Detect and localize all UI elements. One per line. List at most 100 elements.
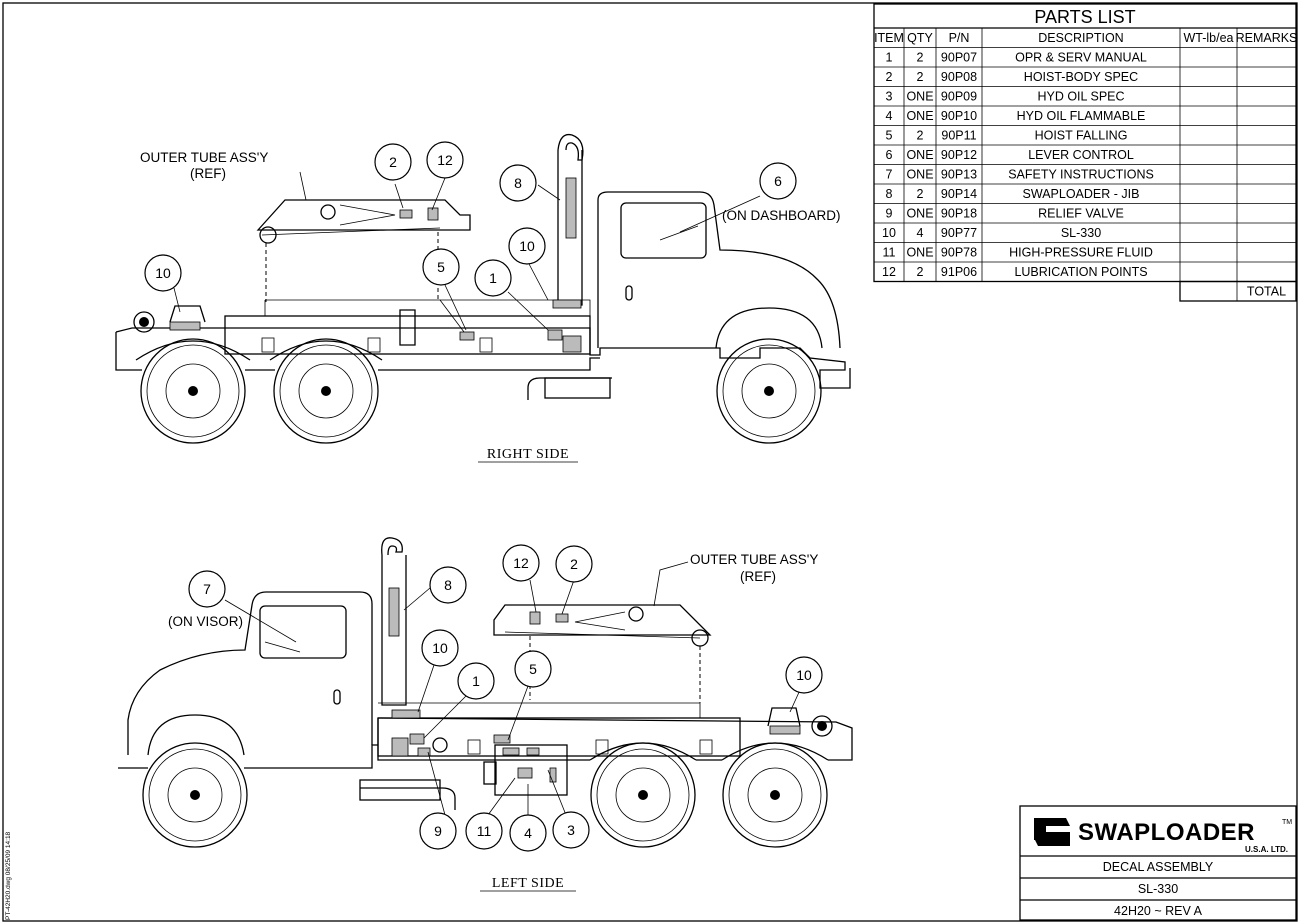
right-hoist-arm [256,199,471,231]
parts-cell: 2 [917,128,924,142]
parts-cell: SWAPLOADER - JIB [1023,187,1140,201]
outer-tube-note-right: OUTER TUBE ASS'Y [140,150,268,165]
logo-tm: TM [1282,819,1292,826]
callout-bubble [419,812,457,850]
on-visor-note: (ON VISOR) [168,614,243,629]
right-side-view [115,133,851,444]
parts-cell: 5 [886,128,893,142]
parts-cell: 90P78 [941,245,977,259]
callout-bubble [421,629,459,667]
drawing-model: SL-330 [1138,882,1178,896]
left-truck-cab [127,591,373,755]
callout-number: 6 [774,173,782,189]
parts-cell: 12 [882,265,896,279]
left-rear-wheel-2 [722,742,828,848]
parts-cell: HYD OIL SPEC [1037,89,1124,103]
callout-number: 3 [567,822,575,838]
parts-column-header: DESCRIPTION [1038,31,1123,45]
callout-number: 5 [529,661,537,677]
parts-cell: 90P09 [941,89,977,103]
title-block: SWAPLOADER TM U.S.A. LTD. DECAL ASSEMBLY… [1019,805,1297,921]
callout-number: 2 [389,154,397,170]
callout-number: 12 [513,555,529,571]
left-side-view [118,537,853,848]
parts-list-title: PARTS LIST [1034,7,1135,27]
outer-tube-note-left: OUTER TUBE ASS'Y [690,552,818,567]
callout-number: 10 [519,238,535,254]
left-rear-wheel-1 [590,742,696,848]
right-frame [115,327,851,389]
callout-number: 5 [437,259,445,275]
right-truck-cab [597,191,841,349]
parts-cell: 2 [917,50,924,64]
parts-cell: 6 [886,148,893,162]
right-side-view-label: RIGHT SIDE [487,447,569,462]
parts-cell: 90P77 [941,226,977,240]
callout-bubble [374,143,412,181]
parts-cell: HOIST-BODY SPEC [1024,70,1138,84]
callout-bubble [552,811,590,849]
callout-bubble [426,141,464,179]
parts-cell: 1 [886,50,893,64]
parts-cell: 90P08 [941,70,977,84]
right-rear-wheel-1 [140,338,246,444]
parts-cell: ONE [906,206,933,220]
callout-bubble [508,227,546,265]
parts-cell: 10 [882,226,896,240]
parts-cell: 7 [886,167,893,181]
parts-cell: 8 [886,187,893,201]
parts-column-header: ITEM [874,31,904,45]
parts-cell: 90P10 [941,109,977,123]
parts-cell: 4 [917,226,924,240]
parts-cell: 3 [886,89,893,103]
left-jib-mast [381,555,407,706]
parts-cell: 90P11 [941,128,976,142]
parts-column-header: REMARKS [1236,31,1298,45]
callout-number: 9 [434,823,442,839]
parts-cell: ONE [906,167,933,181]
callout-number: 1 [472,673,480,689]
parts-cell: 2 [917,265,924,279]
left-side-view-label: LEFT SIDE [492,876,564,891]
callout-number: 1 [489,270,497,286]
parts-cell: 4 [886,109,893,123]
callout-bubble [514,650,552,688]
parts-cell: ONE [906,109,933,123]
parts-cell: LUBRICATION POINTS [1014,265,1147,279]
parts-cell: 11 [883,245,896,259]
callout-bubble [422,248,460,286]
callout-bubble [144,254,182,292]
parts-total-label: TOTAL [1247,284,1286,298]
callout-bubble [499,164,537,202]
swaploader-logo-icon [1034,818,1070,846]
callout-number: 2 [570,556,578,572]
parts-cell: 91P06 [941,265,977,279]
left-hoist-arm [493,604,712,636]
callout-bubble [759,162,797,200]
parts-cell: SL-330 [1061,226,1101,240]
right-rear-wheel-2 [273,338,379,444]
parts-cell: ONE [906,148,933,162]
callout-bubble [429,566,467,604]
callout-number: 8 [514,175,522,191]
on-dashboard-note: (ON DASHBOARD) [722,208,841,223]
parts-cell: RELIEF VALVE [1038,206,1124,220]
margin-file-stamp: PT-42H20.dwg 08/25/09 14:18 [5,831,12,920]
callout-bubble [457,662,495,700]
parts-cell: 90P14 [941,187,977,201]
parts-cell: 90P07 [941,50,977,64]
callout-number: 10 [155,265,171,281]
callout-bubble [502,544,540,582]
parts-cell: 9 [886,206,893,220]
parts-cell: SAFETY INSTRUCTIONS [1008,167,1154,181]
parts-cell: HOIST FALLING [1035,128,1128,142]
drawing-title: DECAL ASSEMBLY [1103,860,1214,874]
parts-column-header: QTY [907,31,933,45]
callout-number: 10 [432,640,448,656]
parts-cell: ONE [906,245,933,259]
callout-number: 8 [444,577,452,593]
logo-text: SWAPLOADER [1078,819,1255,846]
